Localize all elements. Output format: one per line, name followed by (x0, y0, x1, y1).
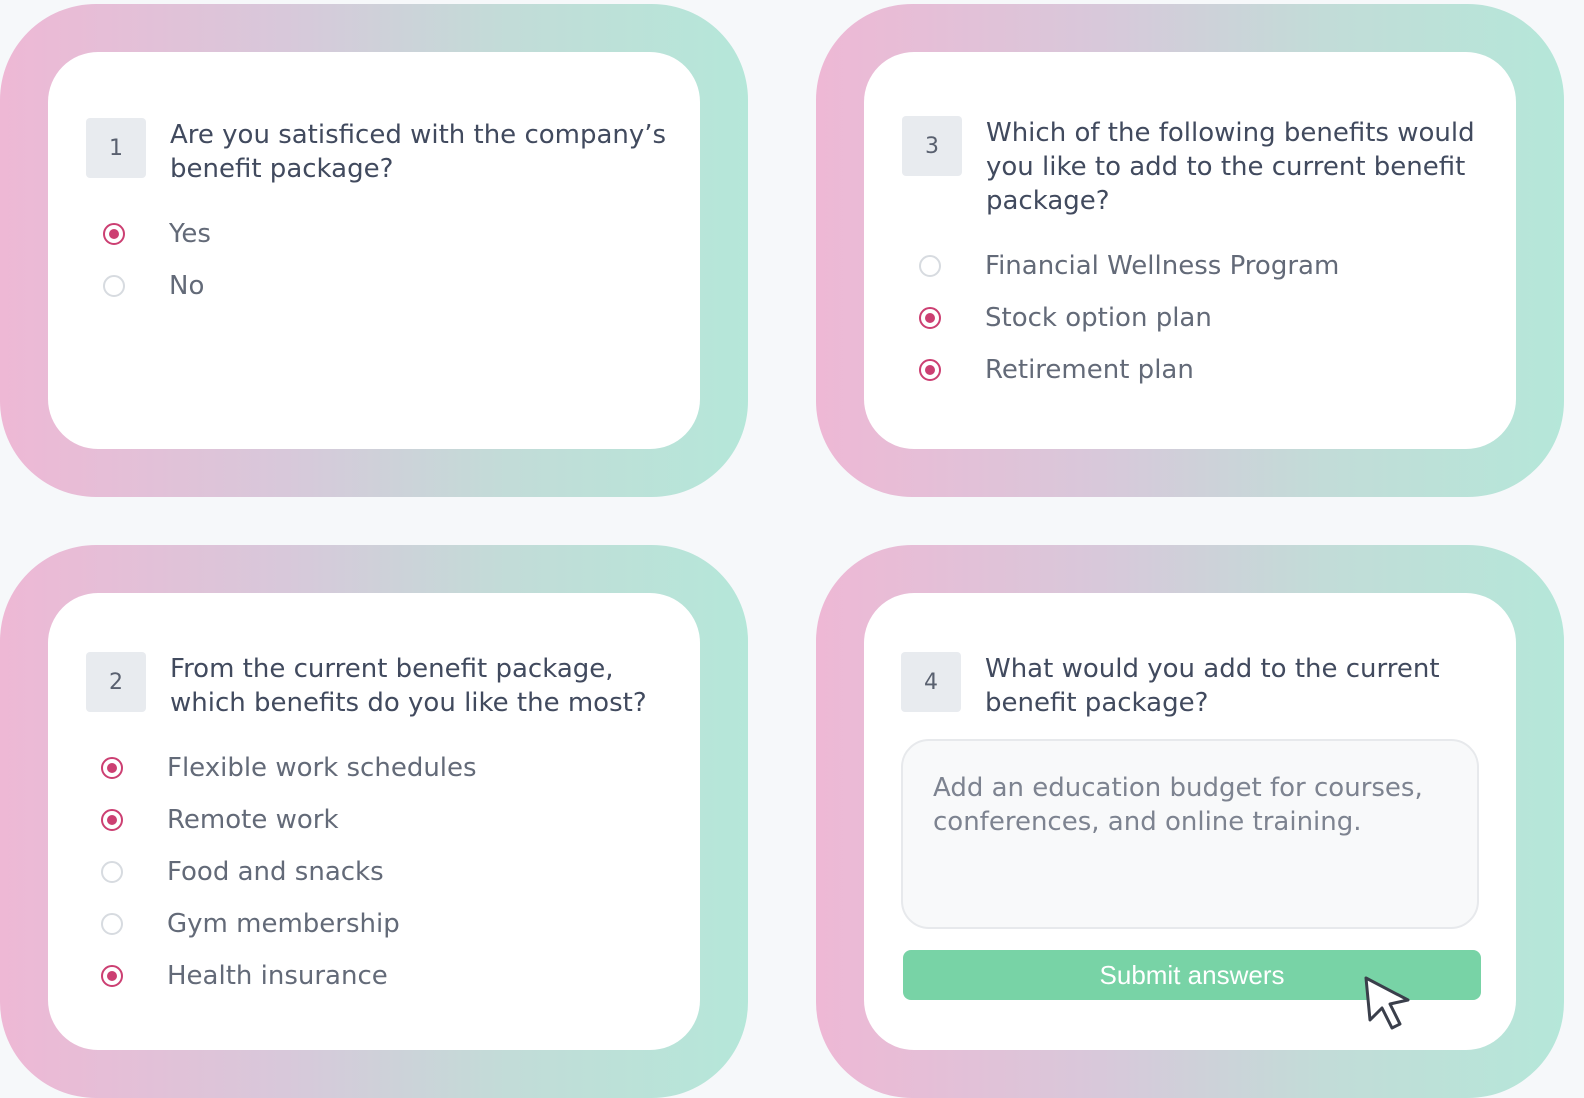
question-text: Which of the following benefits would yo… (986, 118, 1475, 216)
radio-unchecked-icon[interactable] (919, 255, 941, 277)
question-text: What would you add to the current benefi… (985, 654, 1440, 718)
option-label: Food and snacks (167, 857, 384, 887)
option-label: Gym membership (167, 909, 400, 939)
question-3: 3 Which of the following benefits would … (902, 116, 1486, 218)
options-list-3: Financial Wellness Program Stock option … (919, 240, 1339, 396)
question-text: Are you satisficed with the company’s be… (170, 120, 667, 184)
option-label: Yes (169, 219, 211, 249)
question-card-4-frame: 4 What would you add to the current bene… (816, 545, 1564, 1098)
submit-answers-button[interactable]: Submit answers (903, 950, 1481, 1000)
options-list-1: Yes No (103, 208, 211, 312)
question-4: 4 What would you add to the current bene… (901, 652, 1485, 720)
question-text: From the current benefit package, which … (170, 654, 647, 718)
option-health-insurance[interactable]: Health insurance (101, 950, 477, 1002)
radio-unchecked-icon[interactable] (101, 861, 123, 883)
question-card-1: 1 Are you satisficed with the company’s … (48, 52, 700, 449)
option-remote-work[interactable]: Remote work (101, 794, 477, 846)
option-stock-option[interactable]: Stock option plan (919, 292, 1339, 344)
options-list-2: Flexible work schedules Remote work Food… (101, 742, 477, 1002)
radio-checked-icon[interactable] (103, 223, 125, 245)
option-label: Remote work (167, 805, 339, 835)
radio-checked-icon[interactable] (101, 809, 123, 831)
option-retirement-plan[interactable]: Retirement plan (919, 344, 1339, 396)
question-card-3: 3 Which of the following benefits would … (864, 52, 1516, 449)
option-flexible-work[interactable]: Flexible work schedules (101, 742, 477, 794)
radio-unchecked-icon[interactable] (103, 275, 125, 297)
question-number: 1 (86, 118, 146, 178)
question-1: 1 Are you satisficed with the company’s … (86, 118, 670, 186)
option-food-snacks[interactable]: Food and snacks (101, 846, 477, 898)
cursor-arrow-icon (1364, 976, 1410, 1030)
question-card-4: 4 What would you add to the current bene… (864, 593, 1516, 1050)
option-financial-wellness[interactable]: Financial Wellness Program (919, 240, 1339, 292)
option-yes[interactable]: Yes (103, 208, 211, 260)
question-card-2-frame: 2 From the current benefit package, whic… (0, 545, 748, 1098)
question-2: 2 From the current benefit package, whic… (86, 652, 670, 720)
question-card-1-frame: 1 Are you satisficed with the company’s … (0, 4, 748, 497)
option-label: No (169, 271, 205, 301)
radio-checked-icon[interactable] (101, 965, 123, 987)
option-label: Stock option plan (985, 303, 1212, 333)
option-label: Financial Wellness Program (985, 251, 1340, 281)
question-card-3-frame: 3 Which of the following benefits would … (816, 4, 1564, 497)
question-number: 4 (901, 652, 961, 712)
radio-checked-icon[interactable] (919, 307, 941, 329)
option-no[interactable]: No (103, 260, 211, 312)
option-gym-membership[interactable]: Gym membership (101, 898, 477, 950)
radio-unchecked-icon[interactable] (101, 913, 123, 935)
option-label: Health insurance (167, 961, 388, 991)
option-label: Flexible work schedules (167, 753, 477, 783)
question-number: 3 (902, 116, 962, 176)
answer-textarea[interactable]: Add an education budget for courses, con… (901, 739, 1479, 929)
question-number: 2 (86, 652, 146, 712)
option-label: Retirement plan (985, 355, 1194, 385)
radio-checked-icon[interactable] (919, 359, 941, 381)
radio-checked-icon[interactable] (101, 757, 123, 779)
question-card-2: 2 From the current benefit package, whic… (48, 593, 700, 1050)
